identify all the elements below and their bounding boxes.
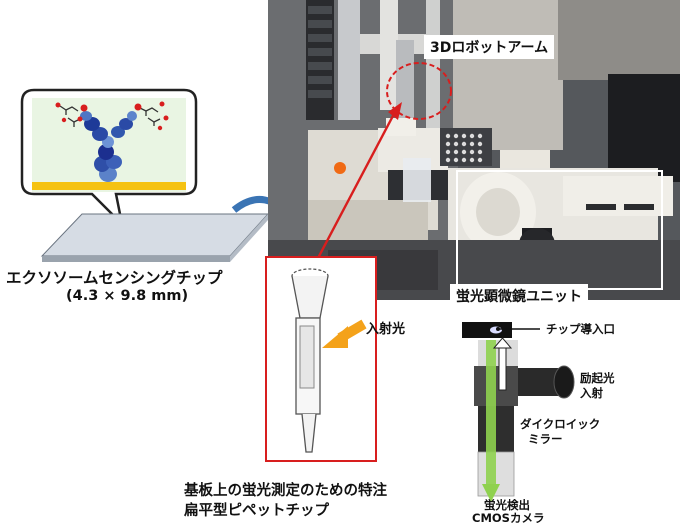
antibody-bubble <box>20 88 198 228</box>
dichroic-mirror-label-1: ダイクロイック <box>520 417 601 431</box>
excitation-port-icon <box>518 365 575 399</box>
excitation-input-label-2: 入射 <box>580 386 603 400</box>
tip-highlight-circle <box>386 62 452 120</box>
pipette-caption-line2: 扁平型ピペットチップ <box>184 503 329 519</box>
microscope-unit-label: 蛍光顕微鏡ユニット <box>450 284 588 308</box>
microscope-outline <box>456 170 663 290</box>
sensing-chip <box>40 213 270 262</box>
optical-schematic <box>462 322 518 502</box>
chip-inlet-label: チップ導入口 <box>546 322 615 336</box>
dichroic-mirror-label-2: ミラー <box>528 432 563 446</box>
robot-arm-label: 3Dロボットアーム <box>424 35 555 59</box>
chip-size: (4.3 × 9.8 mm) <box>66 288 189 304</box>
pipette-caption-line1: 基板上の蛍光測定のための特注 <box>184 483 387 499</box>
chip-name: エクソソームセンシングチップ <box>6 269 223 287</box>
gold-substrate <box>32 182 186 190</box>
incident-light-arrow-icon <box>322 319 367 348</box>
cmos-detector-label-2: CMOSカメラ <box>472 511 545 525</box>
antibody-icon <box>80 111 137 182</box>
excitation-input-label-1: 励起光 <box>580 371 615 385</box>
cmos-detector-label-1: 蛍光検出 <box>484 498 530 512</box>
inlet-leader-line <box>496 327 540 331</box>
linker-molecule-right <box>139 107 161 126</box>
incident-light-label: 入射光 <box>366 322 406 337</box>
flat-pipette-tip-icon <box>291 268 329 453</box>
zoom-connector-line <box>315 102 402 261</box>
